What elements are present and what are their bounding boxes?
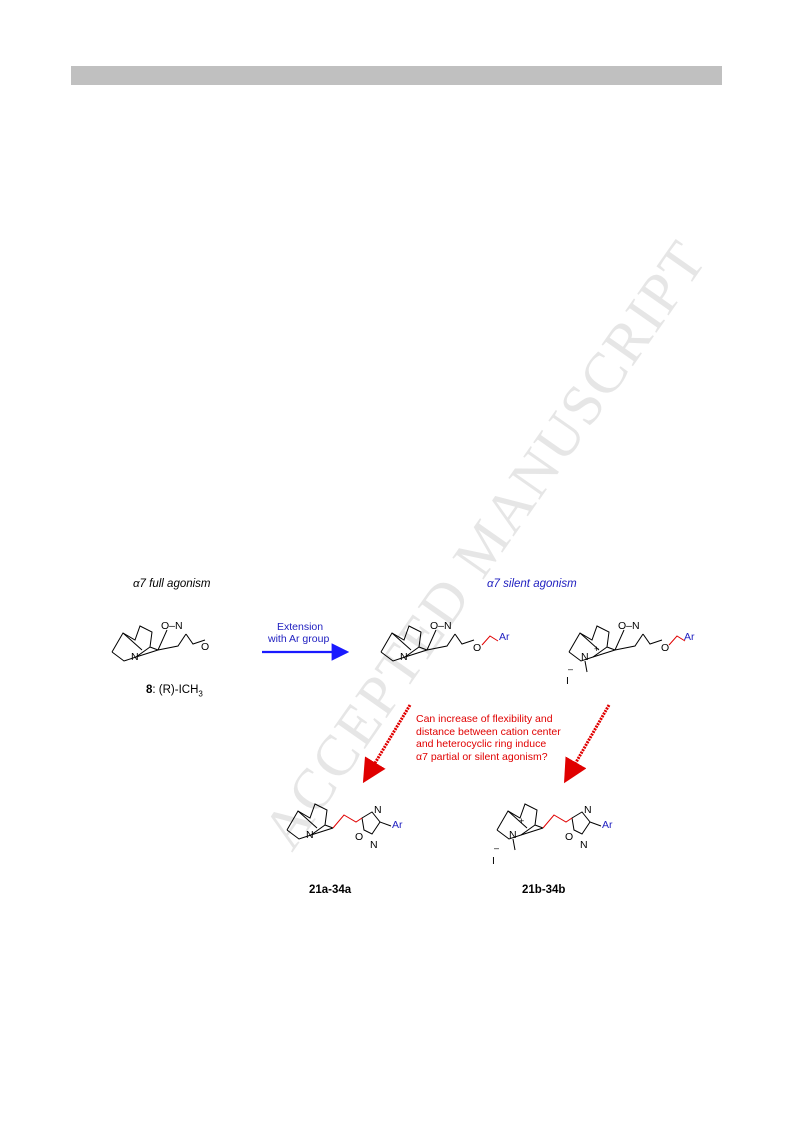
compound-right-structure (568, 625, 663, 673)
atom-ar-middle: Ar (499, 631, 510, 643)
header-bar (71, 66, 722, 85)
compound-8-subscript: 3 (198, 689, 203, 699)
atom-o-8: O (201, 641, 210, 653)
atom-on-right: O–N (618, 620, 640, 632)
iodide-charge-right: – (568, 664, 574, 674)
atom-plus-right: + (594, 644, 600, 654)
atom-ar-21a: Ar (392, 819, 403, 831)
compound-middle-structure (380, 625, 475, 662)
atom-o-21b: O (565, 831, 574, 843)
red-arrow-right (564, 704, 611, 784)
arrow-text-line2: with Ar group (268, 633, 330, 645)
silent-agonism-label: α7 silent agonism (487, 578, 577, 590)
atom-n-middle: N (400, 651, 408, 663)
compound-8-number: 8 (146, 684, 153, 696)
question-line-3: and heterocyclic ring induce (416, 738, 547, 751)
atom-n-21a: N (306, 829, 314, 841)
atom-n-8: N (131, 651, 139, 663)
atom-on-8: O–N (161, 620, 183, 632)
compound-8-name: : (R)-ICH (152, 684, 199, 696)
compound-8-structure (111, 625, 206, 662)
iodide-21b: I (492, 855, 495, 867)
compound-21b-structure (496, 803, 602, 851)
atom-ar-21b: Ar (602, 819, 613, 831)
red-arrow-left (362, 704, 412, 784)
question-line-2: distance between cation center (416, 725, 561, 738)
atom-ar-right: Ar (684, 631, 695, 643)
atom-o-middle: O (473, 642, 482, 654)
full-agonism-label: α7 full agonism (133, 578, 211, 590)
compound-21a-structure (286, 803, 392, 840)
question-line-4: α7 partial or silent agonism? (416, 750, 548, 763)
atom-o-right: O (661, 642, 670, 654)
atom-n1-21a: N (374, 804, 382, 816)
atom-n2-21a: N (370, 839, 378, 851)
series-a-label: 21a-34a (309, 884, 352, 896)
atom-n2-21b: N (580, 839, 588, 851)
iodide-right: I (566, 675, 569, 687)
question-text: Can increase of flexibility and distance… (416, 713, 606, 763)
atom-n-right: N (581, 651, 589, 663)
atom-n-21b: N (509, 829, 517, 841)
series-b-label: 21b-34b (522, 884, 566, 896)
atom-plus-21b: + (519, 816, 525, 826)
arrow-text-line1: Extension (277, 621, 324, 633)
compound-8-label: 8: (R)-ICH3 (146, 684, 203, 700)
atom-o-21a: O (355, 831, 364, 843)
atom-on-middle: O–N (430, 620, 452, 632)
atom-n1-21b: N (584, 804, 592, 816)
question-line-1: Can increase of flexibility and (416, 713, 553, 725)
iodide-charge-21b: – (494, 843, 500, 853)
